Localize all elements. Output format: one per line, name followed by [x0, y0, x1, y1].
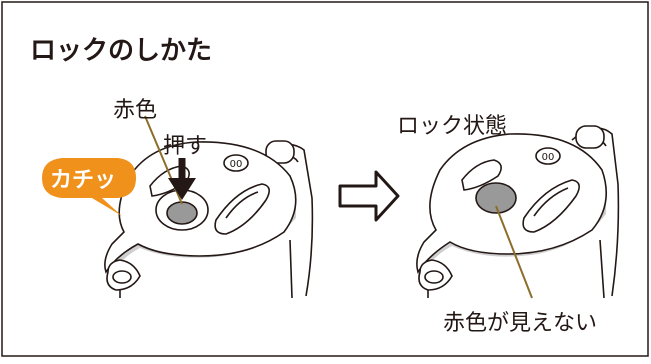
kettle-after: 00 [416, 125, 620, 299]
right-arrow-icon [338, 170, 400, 222]
push-down-arrow-icon [168, 158, 196, 200]
label-push: 押す [163, 134, 208, 159]
page-title: ロックのしかた [30, 36, 213, 66]
label-click-sound: カチッ [50, 168, 117, 193]
leader-line-hidden [495, 205, 533, 299]
label-red-hidden: 赤色が見えない [443, 311, 598, 336]
kettle-before: 00 [104, 140, 314, 299]
svg-text:00: 00 [542, 152, 555, 163]
svg-text:00: 00 [230, 159, 243, 170]
label-red-color: 赤色 [113, 98, 158, 123]
click-bubble [42, 158, 136, 216]
label-lock-state: ロック状態 [397, 114, 508, 139]
